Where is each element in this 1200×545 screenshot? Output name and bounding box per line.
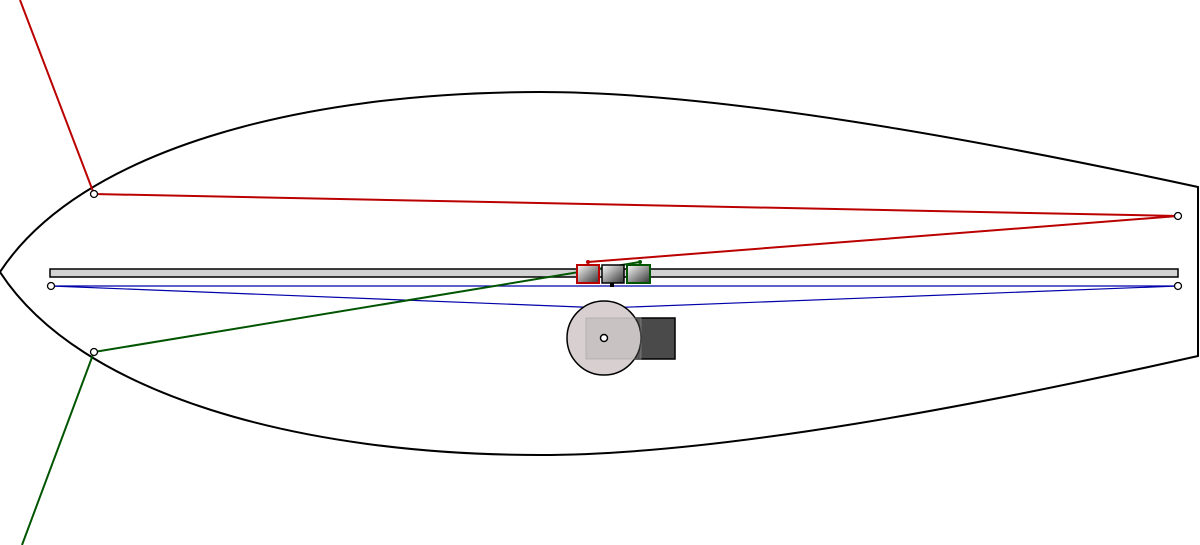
sheave-track-left [46, 281, 56, 291]
green-line-end [638, 260, 642, 264]
green-line [21, 261, 641, 545]
car-center-pin [610, 283, 614, 287]
car-green [626, 264, 651, 284]
car-red [576, 264, 600, 284]
hull-outline [0, 90, 1199, 457]
winch-drum-overlay [585, 317, 642, 360]
sheave-stern-red [1173, 211, 1183, 221]
blue-line-right-diagonal [604, 285, 1179, 309]
sheave-bow-green [89, 347, 99, 357]
sheave-track-right [1173, 281, 1183, 291]
car-center [601, 264, 625, 284]
winch-axle [599, 333, 609, 343]
red-line [19, 0, 1179, 263]
sheave-bow-red [89, 189, 99, 199]
red-line-end [586, 260, 590, 264]
blue-line-left-diagonal [50, 285, 606, 309]
